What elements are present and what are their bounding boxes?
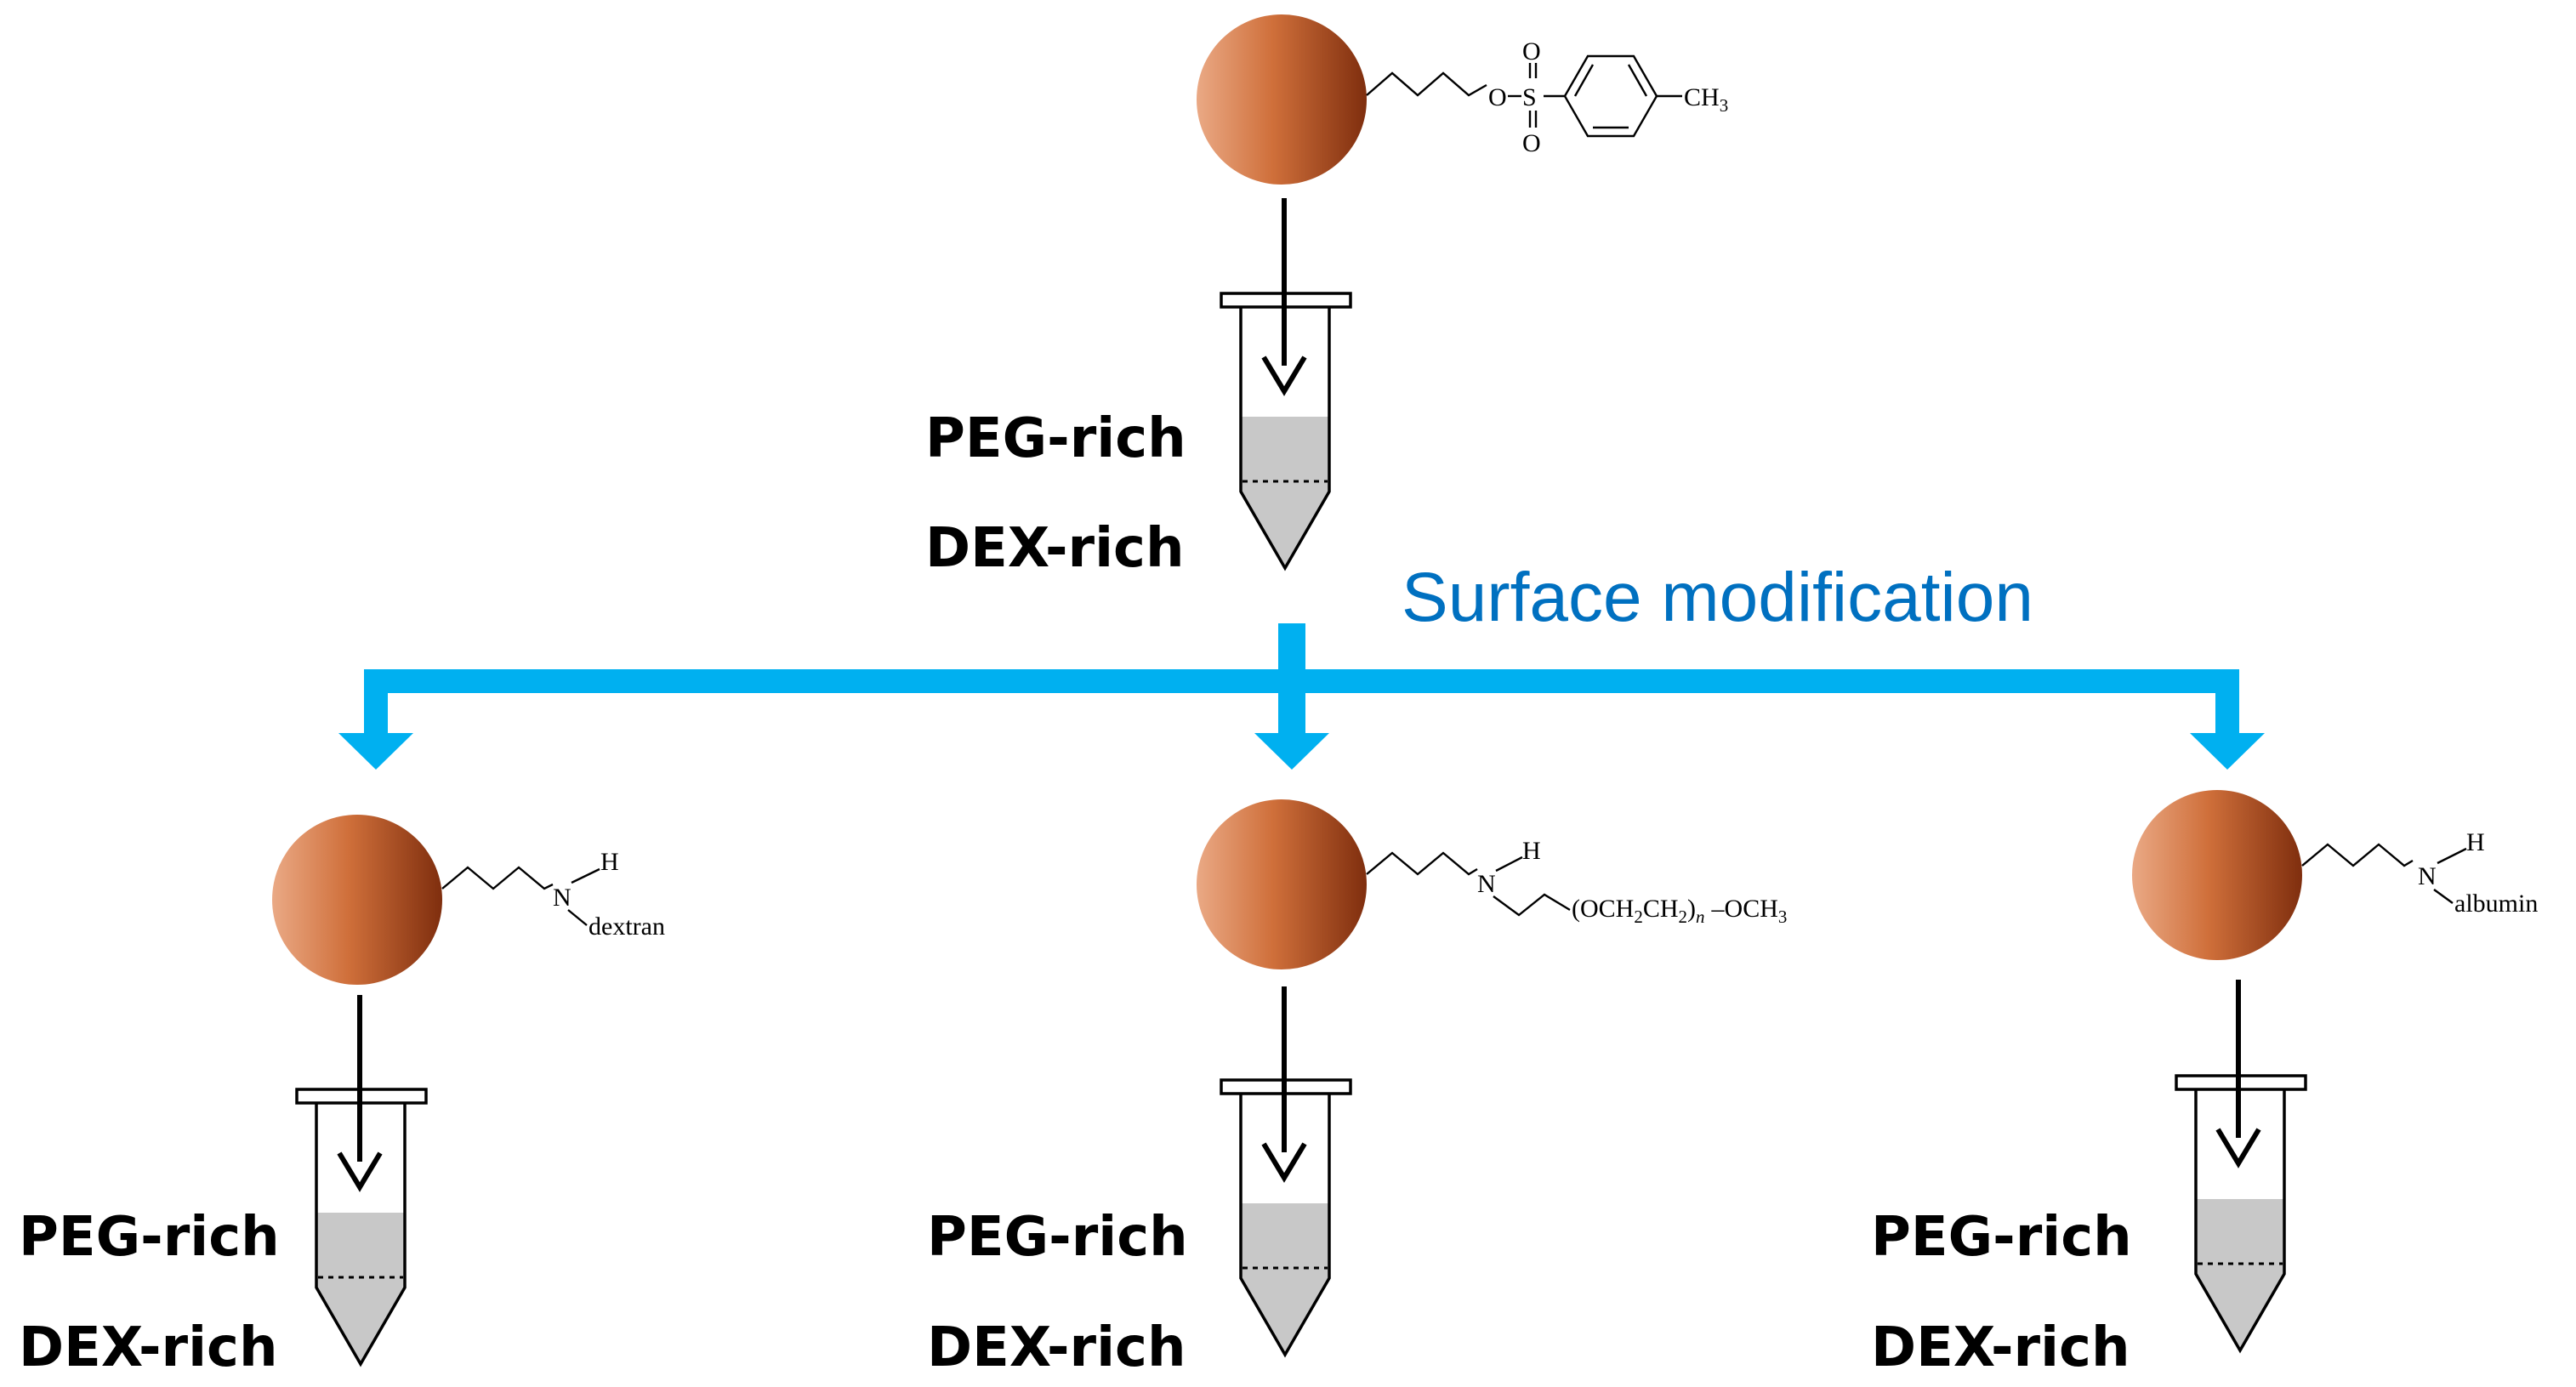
start-particle: [1197, 14, 1367, 185]
peg-peg-rich-label: PEG-rich: [927, 1206, 1188, 1269]
benzene-ring: [1563, 54, 1658, 138]
dextran-liquid-bottom-phase: [316, 1277, 405, 1364]
albumin-tube-body: [2194, 1089, 2286, 1354]
peg-tube: [1220, 986, 1352, 1358]
peg-amine-h: H: [1522, 837, 1541, 865]
dextran-linker: [441, 866, 554, 890]
peg-liquid-top-phase: [1241, 1203, 1329, 1268]
sulfur-atom: S: [1522, 83, 1537, 111]
peg-tube-body: [1239, 1094, 1331, 1358]
dextran-amine-h: H: [600, 848, 619, 876]
peg-dex-rich-label: DEX-rich: [927, 1316, 1186, 1379]
albumin-amine-h: H: [2466, 828, 2485, 856]
albumin-liquid-bottom-phase: [2196, 1264, 2284, 1350]
start-particle-group: O S O O CH3: [1197, 14, 1728, 185]
branch-arrows: [338, 623, 2265, 770]
dextran-particle: [272, 815, 442, 985]
peg-particle: [1197, 799, 1367, 969]
dextran-tube-body: [315, 1103, 407, 1367]
benzene-inner-bond-1: [1573, 64, 1595, 97]
peg-nh-bond: [1495, 856, 1523, 873]
dextran-drop-arrow-head: [337, 1151, 383, 1192]
start-ester-oxygen: O: [1488, 83, 1507, 111]
surface-modification-title: Surface modification: [1402, 559, 2033, 636]
albumin-drop-arrow-head: [2215, 1128, 2261, 1168]
dextran-n-sub-bond: [567, 909, 588, 926]
albumin-particle: [2132, 790, 2302, 960]
albumin-peg-rich-label: PEG-rich: [1871, 1206, 2132, 1269]
branch-right-drop: [2215, 669, 2239, 737]
branch-left-drop: [364, 669, 388, 737]
dextran-nh-bond: [571, 867, 600, 884]
tube-liquid-bottom-phase: [1241, 481, 1329, 568]
albumin-substituent: albumin: [2454, 890, 2538, 918]
branch-right-head: [2190, 733, 2265, 770]
branch-mid-drop: [1278, 669, 1305, 737]
tube-body: [1239, 307, 1331, 571]
sulfonyl-oxygen-top: O: [1522, 37, 1541, 65]
drop-arrow-head: [1261, 355, 1307, 396]
benzene-inner-bond-2: [1627, 64, 1648, 97]
albumin-nh-bond: [2437, 847, 2467, 865]
tube-liquid-top-phase: [1241, 417, 1329, 481]
peg-particle-group: H N (OCH2CH2)n–OCH3: [1197, 799, 1787, 969]
albumin-n-sub-bond: [2433, 889, 2454, 904]
dextran-tube: [295, 995, 428, 1367]
albumin-dex-rich-label: DEX-rich: [1871, 1316, 2130, 1379]
dextran-amine-n: N: [553, 884, 571, 912]
dextran-substituent: dextran: [589, 912, 665, 941]
albumin-tube: [2175, 980, 2307, 1354]
dextran-peg-rich-label: PEG-rich: [19, 1206, 280, 1269]
peg-drop-arrow-head: [1261, 1142, 1307, 1183]
peg-spacer: [1493, 893, 1571, 917]
branch-left-head: [338, 733, 413, 770]
peg-amine-n: N: [1477, 870, 1496, 898]
albumin-particle-group: H N albumin: [2132, 790, 2538, 960]
dex-rich-label: DEX-rich: [925, 517, 1185, 580]
dextran-liquid-top-phase: [316, 1213, 405, 1277]
albumin-liquid-top-phase: [2196, 1199, 2284, 1264]
peg-linker: [1366, 851, 1478, 876]
sulfonyl-oxygen-bottom: O: [1522, 129, 1541, 157]
branch-mid-head: [1254, 733, 1329, 770]
albumin-linker: [2301, 843, 2414, 867]
peg-rich-label: PEG-rich: [925, 407, 1186, 470]
methyl-group: CH3: [1684, 83, 1728, 116]
albumin-amine-n: N: [2418, 862, 2437, 890]
dextran-particle-group: H N dextran: [272, 815, 665, 985]
start-linker: [1366, 71, 1487, 97]
peg-liquid-bottom-phase: [1241, 1268, 1329, 1355]
peg-chain: (OCH2CH2)n–OCH3: [1572, 895, 1787, 927]
start-tube: [1220, 198, 1352, 571]
dextran-dex-rich-label: DEX-rich: [19, 1316, 278, 1379]
